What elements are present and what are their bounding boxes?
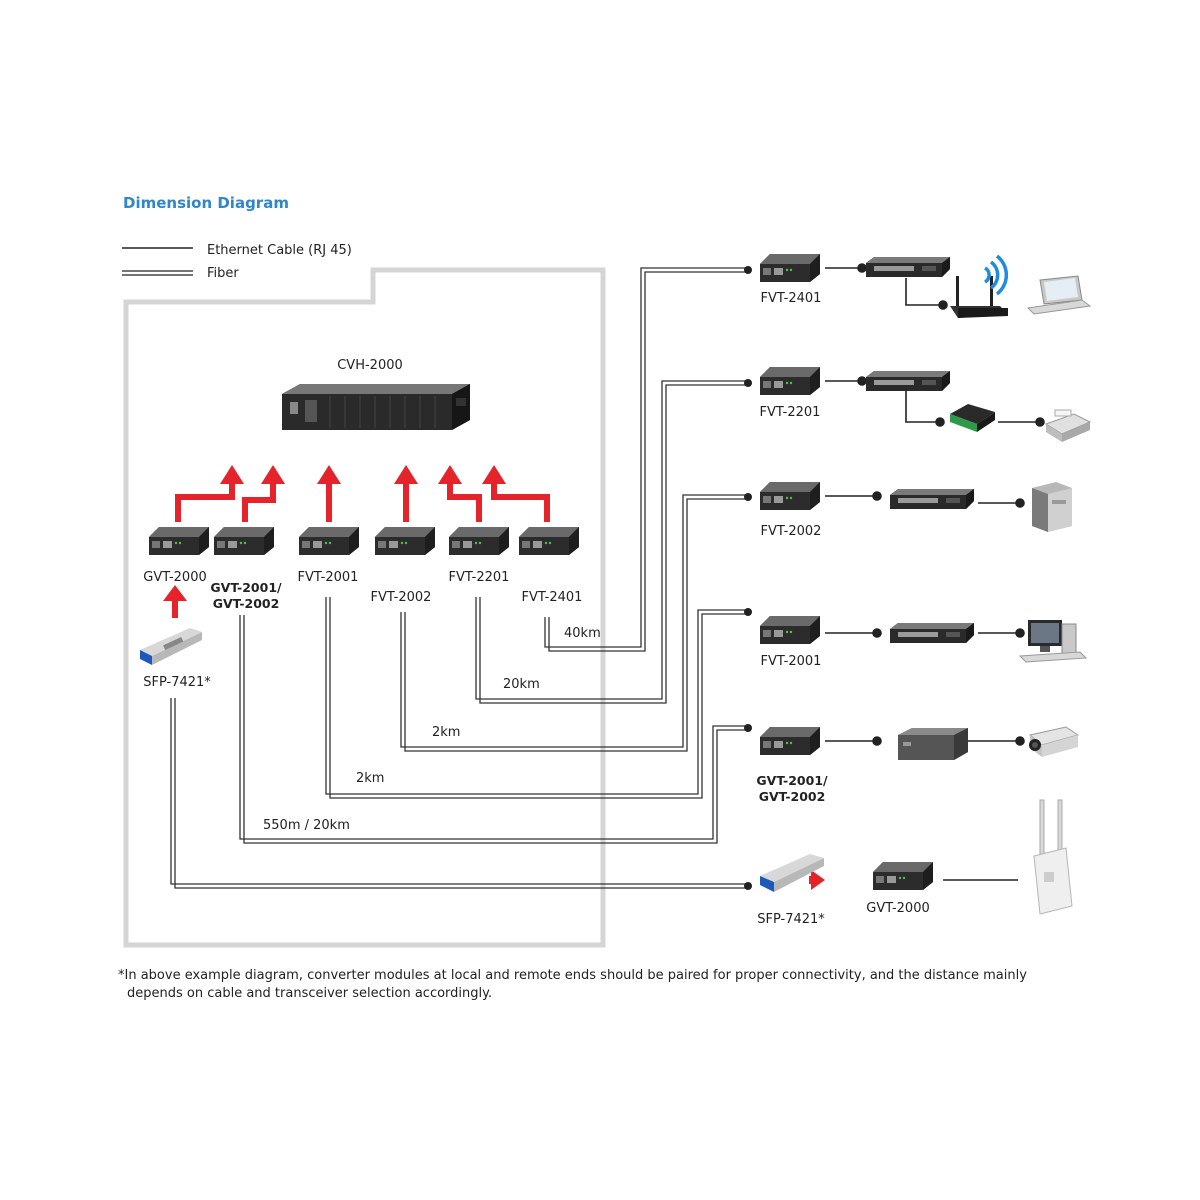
local-sfp-label: SFP-7421*: [143, 675, 211, 690]
media-converter-icon: [299, 527, 359, 555]
local-fvt2001-label: FVT-2001: [297, 570, 359, 585]
remote-fvt2401-label: FVT-2401: [760, 291, 822, 306]
local-gvt2001-label: GVT-2001/ GVT-2002: [210, 580, 282, 611]
ethernet-lines: [825, 263, 1045, 881]
laptop-icon: [1026, 275, 1092, 315]
distance-2km-b: 2km: [356, 771, 385, 786]
wireless-router-icon: [950, 254, 1009, 318]
ip-camera-icon: [1028, 726, 1080, 757]
media-converter-icon: [449, 527, 509, 555]
remote-gvt2000-label: GVT-2000: [866, 901, 930, 916]
monitor-pc-icon: [1018, 620, 1088, 663]
media-converter-icon: [760, 616, 820, 644]
sfp-module-icon: [140, 628, 202, 665]
print-server-icon: [950, 404, 995, 432]
legend-fiber-label: Fiber: [207, 266, 239, 281]
local-site-frame: [123, 267, 606, 948]
legend-ethernet-label: Ethernet Cable (RJ 45): [207, 243, 352, 258]
remote-fvt2201-label: FVT-2201: [759, 405, 821, 420]
switch-icon: [890, 489, 974, 509]
footnote: *In above example diagram, converter mod…: [118, 967, 1027, 1003]
local-gvt2000-label: GVT-2000: [143, 570, 207, 585]
sfp-module-icon: [760, 854, 824, 892]
distance-20km: 20km: [503, 677, 540, 692]
media-converter-icon: [760, 482, 820, 510]
distance-2km-a: 2km: [432, 725, 461, 740]
insert-arrows: [172, 483, 550, 618]
media-converter-icon: [873, 862, 933, 890]
chassis-label: CVH-2000: [337, 358, 403, 373]
remote-sfp-label: SFP-7421*: [757, 912, 825, 927]
desktop-pc-icon: [1032, 482, 1072, 532]
remote-fvt2001-label: FVT-2001: [760, 654, 822, 669]
media-converter-icon: [760, 367, 820, 395]
local-fvt2401-label: FVT-2401: [521, 590, 583, 605]
access-point-icon: [1033, 799, 1073, 915]
local-fvt2002-label: FVT-2002: [370, 590, 432, 605]
footnote-line1: In above example diagram, converter modu…: [124, 968, 1027, 983]
media-converter-icon: [375, 527, 435, 555]
switch-icon: [866, 371, 950, 391]
arrow-right: [811, 870, 825, 890]
switch-icon: [890, 623, 974, 643]
remote-gvt2001-label: GVT-2001/ GVT-2002: [756, 773, 828, 804]
media-converter-icon: [519, 527, 579, 555]
nvr-icon: [898, 728, 968, 760]
fiber-lines: [170, 267, 745, 889]
footnote-asterisk: *: [118, 968, 125, 983]
media-converter-icon: [214, 527, 274, 555]
page-title: Dimension Diagram: [123, 194, 289, 212]
distance-40km: 40km: [564, 626, 601, 641]
printer-icon: [1044, 409, 1092, 442]
local-fvt2201-label: FVT-2201: [448, 570, 510, 585]
media-converter-icon: [760, 727, 820, 755]
media-converter-icon: [149, 527, 209, 555]
media-converter-icon: [760, 254, 820, 282]
chassis-icon: [282, 384, 470, 430]
remote-fvt2002-label: FVT-2002: [760, 524, 822, 539]
footnote-line2: depends on cable and transceiver selecti…: [127, 986, 493, 1001]
switch-icon: [866, 257, 950, 277]
distance-550m: 550m / 20km: [263, 818, 350, 833]
